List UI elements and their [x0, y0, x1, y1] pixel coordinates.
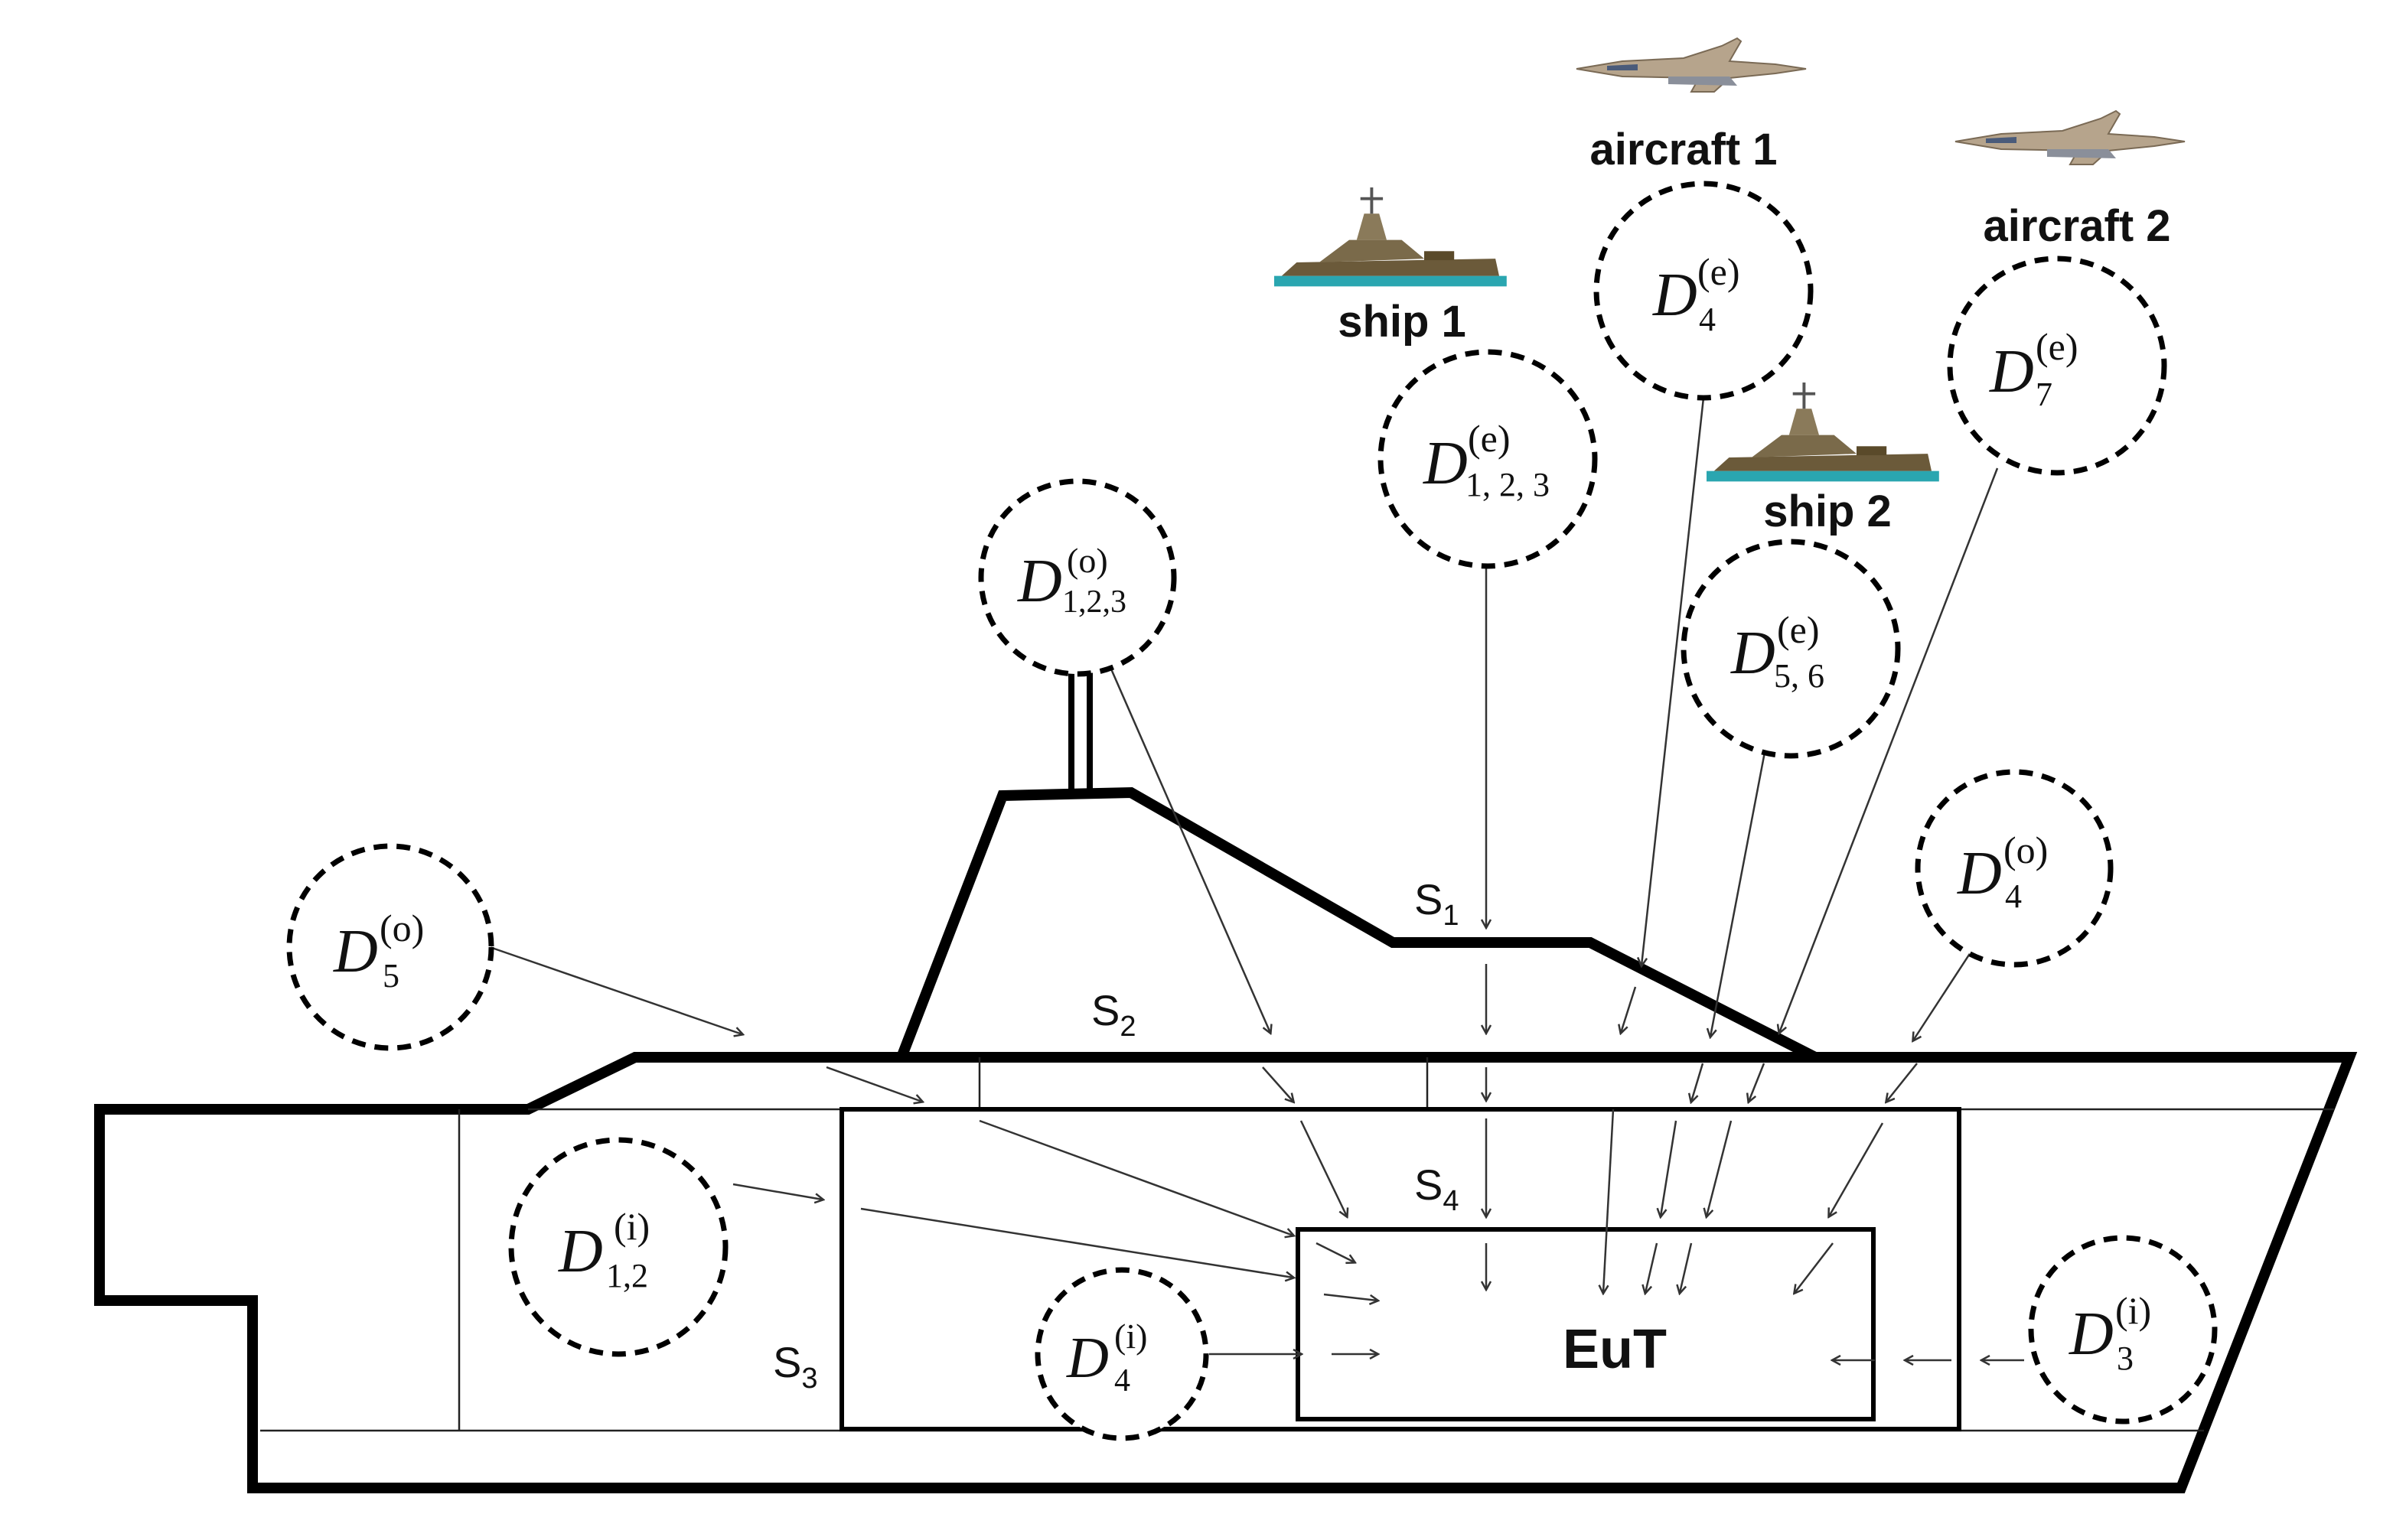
svg-text:(e): (e)	[1777, 608, 1820, 651]
coupling-arrows	[489, 397, 2024, 1360]
svg-text:D: D	[1730, 620, 1775, 687]
svg-text:3: 3	[2117, 1340, 2134, 1377]
superstructure-outline	[896, 786, 1818, 1063]
svg-text:(e): (e)	[2036, 325, 2078, 368]
svg-text:D: D	[1423, 430, 1468, 497]
svg-text:4: 4	[2005, 877, 2022, 915]
svg-text:1, 2, 3: 1, 2, 3	[1465, 466, 1550, 503]
disturbance-d4o: D (o) 4	[1915, 769, 2114, 968]
disturbance-d3i: D (i) 3	[2028, 1235, 2218, 1424]
svg-text:4: 4	[1699, 301, 1716, 338]
svg-text:(i): (i)	[1114, 1317, 1147, 1356]
aircraft-icon	[1954, 110, 2186, 165]
svg-text:1,2,3: 1,2,3	[1062, 584, 1126, 620]
ship-icon	[1273, 186, 1508, 288]
aircraft-1-label: aircraft 1	[1589, 125, 1777, 174]
surface-s1-label: S1	[1414, 875, 1459, 932]
svg-text:D: D	[1989, 338, 2034, 405]
disturbance-d123e: D (e) 1, 2, 3	[1377, 349, 1598, 569]
svg-text:D: D	[1066, 1326, 1109, 1390]
svg-text:(e): (e)	[1468, 417, 1511, 460]
svg-text:D: D	[1652, 262, 1697, 329]
surface-s3-label: S3	[773, 1338, 818, 1395]
disturbance-d4i: D (i) 4	[1035, 1267, 1209, 1441]
aircraft-2-label: aircraft 2	[1983, 201, 2170, 251]
svg-text:(i): (i)	[2115, 1289, 2151, 1332]
ship-hull-outline	[94, 1052, 2358, 1493]
disturbance-d56e: D (e) 5, 6	[1681, 539, 1901, 759]
disturbance-d5o: D (o) 5	[286, 843, 494, 1051]
svg-text:(o): (o)	[2003, 829, 2048, 871]
svg-text:D: D	[333, 918, 378, 985]
svg-text:D: D	[2069, 1301, 2114, 1368]
svg-text:4: 4	[1114, 1363, 1130, 1398]
svg-text:5, 6: 5, 6	[1774, 657, 1824, 695]
disturbance-d7e: D (e) 7	[1947, 256, 2167, 476]
svg-text:(i): (i)	[614, 1205, 650, 1248]
svg-text:7: 7	[2036, 376, 2052, 413]
svg-text:(o): (o)	[1067, 541, 1108, 580]
eut-box	[1296, 1227, 1876, 1421]
svg-text:1,2: 1,2	[606, 1257, 648, 1294]
svg-text:D: D	[1017, 548, 1062, 615]
ship-2-label: ship 2	[1763, 487, 1892, 536]
disturbance-d4e: D (e) 4	[1593, 181, 1814, 401]
surface-s4-label: S4	[1414, 1161, 1459, 1217]
svg-text:D: D	[558, 1218, 603, 1285]
ship-icon	[1705, 381, 1941, 483]
surface-s2-label: S2	[1091, 986, 1136, 1043]
ship-1-label: ship 1	[1338, 297, 1466, 347]
svg-text:(o): (o)	[380, 907, 424, 949]
svg-text:(e): (e)	[1697, 250, 1740, 293]
disturbance-d123o: D (o) 1,2,3	[978, 478, 1177, 677]
compartment-box	[839, 1107, 1961, 1431]
svg-text:D: D	[1957, 840, 2002, 907]
eut-label: EuT	[1563, 1319, 1667, 1380]
aircraft-icon	[1576, 37, 1807, 93]
svg-text:5: 5	[383, 957, 399, 995]
disturbance-d12i: D (i) 1,2	[508, 1137, 729, 1357]
